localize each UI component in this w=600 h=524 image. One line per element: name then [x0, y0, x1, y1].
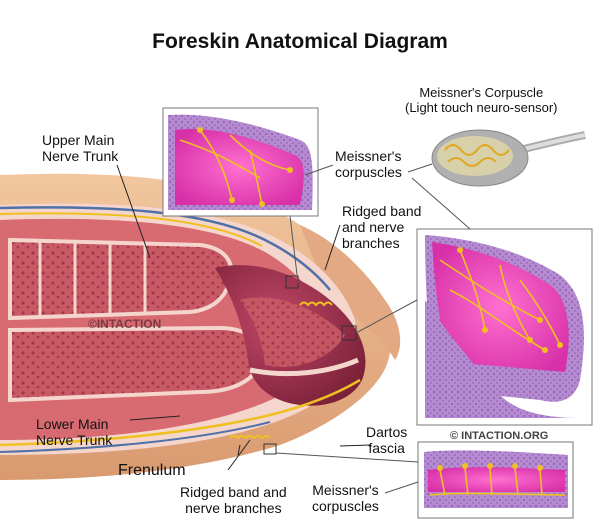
shaft-cross-section: [0, 173, 401, 481]
inset-ridged-band: [355, 177, 593, 426]
meissner-corpuscle-detail: [407, 129, 586, 187]
label-ridged-band-bottom: Ridged band and nerve branches: [180, 484, 287, 517]
page-title: Foreskin Anatomical Diagram: [152, 30, 448, 53]
label-lower-main-nerve-trunk: Lower Main Nerve Trunk: [36, 416, 113, 449]
label-meissners-corpuscles-top: Meissner's corpuscles: [335, 148, 402, 181]
label-meissners-corpuscle-detail: Meissner's Corpuscle (Light touch neuro-…: [405, 85, 558, 115]
watermark-corner: © INTACTION.ORG: [450, 430, 549, 442]
label-upper-main-nerve-trunk: Upper Main Nerve Trunk: [42, 132, 119, 165]
corpus-spongiosum: [8, 325, 265, 403]
label-dartos-fascia: Dartos fascia: [366, 424, 408, 457]
label-meissners-corpuscles-bottom: Meissner's corpuscles: [312, 482, 379, 515]
label-frenulum: Frenulum: [118, 462, 186, 479]
lower-nerve-trunk-line: [0, 378, 361, 447]
upper-nerve-trunk-line: [0, 206, 331, 291]
inset-meissners-top: [162, 107, 334, 284]
inset-meissners-bottom: [275, 441, 574, 519]
label-ridged-band-top: Ridged band and nerve branches: [342, 203, 422, 252]
watermark-center: ©INTACTION: [88, 317, 162, 331]
leader-lines: [116, 164, 371, 471]
foreskin-tip: [300, 225, 401, 360]
corpus-cavernosum: [8, 237, 234, 321]
